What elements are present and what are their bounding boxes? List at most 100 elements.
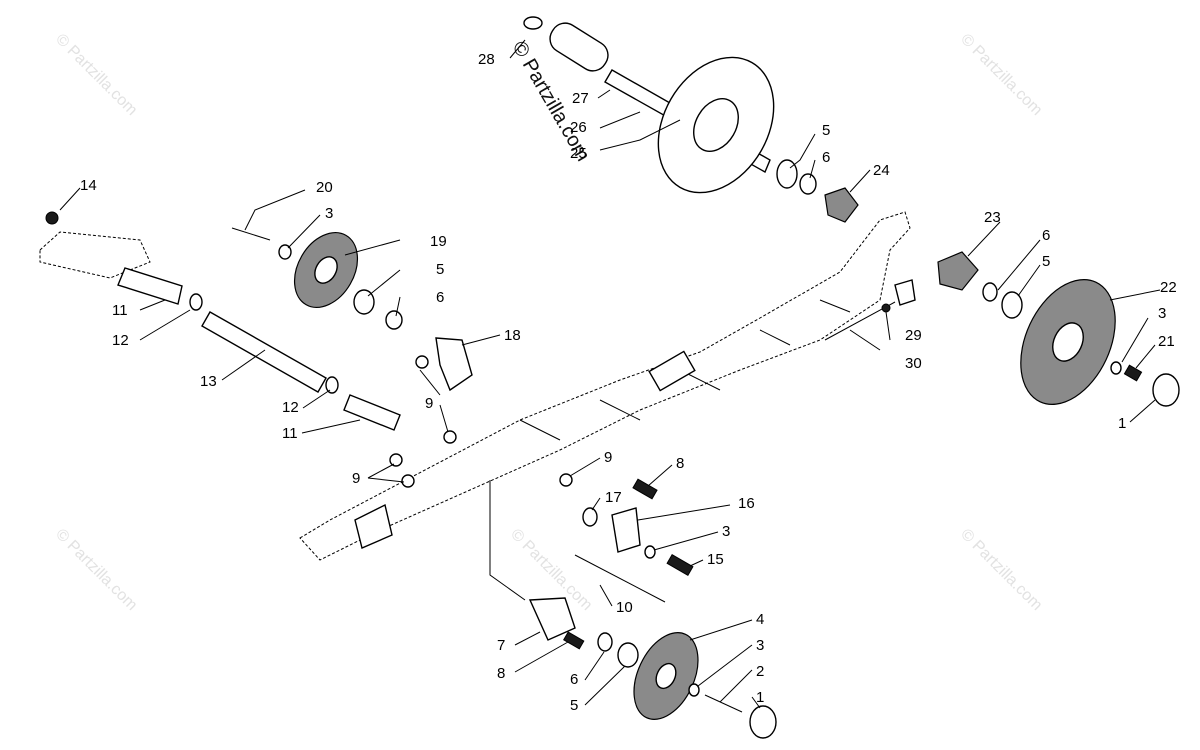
label-5-lower: 5 [570, 697, 578, 714]
leader-25 [599, 119, 681, 151]
label-8-lower: 8 [497, 665, 505, 682]
ring-6-lower [597, 632, 613, 652]
label-29: 29 [905, 327, 922, 344]
leader-16 [637, 504, 731, 521]
bracket-7 [528, 597, 576, 641]
cap-1-lower [749, 705, 777, 739]
bracket-18 [435, 337, 473, 392]
leader-1-right [1129, 399, 1156, 423]
nut-9-low-a [389, 453, 403, 467]
bolt-2 [704, 694, 743, 713]
leader-3-center [653, 531, 719, 551]
bracket-24 [824, 187, 859, 223]
idler-hub-25 [693, 98, 739, 152]
label-27: 27 [572, 90, 589, 107]
left-upper-assembly [45, 211, 473, 444]
leader-lines [59, 39, 1161, 709]
rail-clip [894, 279, 916, 306]
watermark-bottom-left: © Partzilla.com [52, 526, 140, 614]
label-15: 15 [707, 551, 724, 568]
label-9-top: 9 [425, 395, 433, 412]
leader-7 [514, 631, 541, 646]
label-23: 23 [984, 209, 1001, 226]
leader-9-right [569, 457, 601, 477]
leader-15 [689, 559, 704, 567]
leader-19 [344, 239, 401, 256]
label-6-upper: 6 [822, 149, 830, 166]
bolt-8-lower [563, 631, 585, 650]
leader-17 [591, 497, 601, 511]
tube-13 [201, 311, 327, 393]
wheel-22-hub [1052, 322, 1084, 362]
rail-ribs [519, 299, 851, 441]
bracket-16 [611, 507, 641, 553]
washer-3-right [1110, 361, 1122, 375]
wheel-4-hub [655, 662, 677, 690]
leader-24 [849, 169, 871, 193]
watermarks: © Partzilla.com © Partzilla.com © Partzi… [52, 31, 1045, 614]
label-26: 26 [570, 119, 587, 136]
washer-3-left [278, 244, 292, 260]
washer-28 [523, 16, 543, 30]
label-18: 18 [504, 327, 521, 344]
label-5-right: 5 [1042, 253, 1050, 270]
ring-6-upper [799, 173, 817, 195]
leader-18 [461, 334, 501, 346]
leader-5-lower [584, 665, 626, 706]
leader-22 [1109, 289, 1161, 301]
bolt-21 [1123, 364, 1143, 382]
callout-labels: 28 27 26 25 5 6 24 23 6 5 22 3 21 1 29 3… [80, 51, 1177, 714]
leader-23 [967, 221, 1001, 257]
label-19: 19 [430, 233, 447, 250]
label-11-upper: 11 [112, 302, 128, 319]
nut-9-mid [443, 430, 457, 444]
leader-8-lower [514, 641, 569, 673]
leader-4 [689, 619, 753, 641]
leader-29 [885, 311, 891, 341]
leader-3-left [287, 214, 321, 249]
leader-8-upper [647, 464, 673, 487]
label-6-right: 6 [1042, 227, 1050, 244]
ring-6-right [982, 282, 998, 302]
upper-idler-assembly [523, 16, 859, 223]
label-9-right: 9 [604, 449, 612, 466]
leader-3-right [1121, 317, 1149, 363]
leader-9-low [367, 463, 405, 483]
nut-29 [881, 303, 891, 313]
label-3-center: 3 [722, 523, 730, 540]
rail-block [648, 350, 696, 392]
lower-center-assembly [389, 453, 777, 739]
leader-2 [719, 669, 753, 703]
leader-27 [597, 89, 611, 99]
label-14: 14 [80, 177, 97, 194]
bracket-23 [937, 251, 979, 291]
leader-5-left [367, 269, 401, 297]
label-22: 22 [1160, 279, 1177, 296]
ring-12-upper [189, 293, 203, 311]
cap-1-right [1152, 373, 1180, 407]
leader-5-upper [789, 133, 816, 169]
leader-14 [59, 187, 81, 211]
leader-13 [221, 349, 266, 381]
leader-12-upper [139, 309, 191, 341]
label-1-right: 1 [1118, 415, 1126, 432]
leader-30 [849, 329, 881, 351]
ring-12-lower [325, 376, 339, 394]
leader-6-left [395, 296, 401, 317]
label-5-upper: 5 [822, 122, 830, 139]
label-8-upper: 8 [676, 455, 684, 472]
bearing-5-left [353, 289, 375, 315]
rail-outline [299, 211, 911, 561]
nut-9-right [559, 473, 573, 487]
leader-5-right [1017, 264, 1041, 297]
leader-1-lower [751, 696, 761, 709]
leader-10 [599, 584, 613, 607]
spacer-27 [549, 22, 609, 72]
leader-6-upper [809, 159, 816, 179]
watermark-top-left: © Partzilla.com [52, 31, 140, 119]
label-6-left: 6 [436, 289, 444, 306]
bushing-17 [582, 507, 598, 527]
nut-9-low-b [401, 474, 415, 488]
